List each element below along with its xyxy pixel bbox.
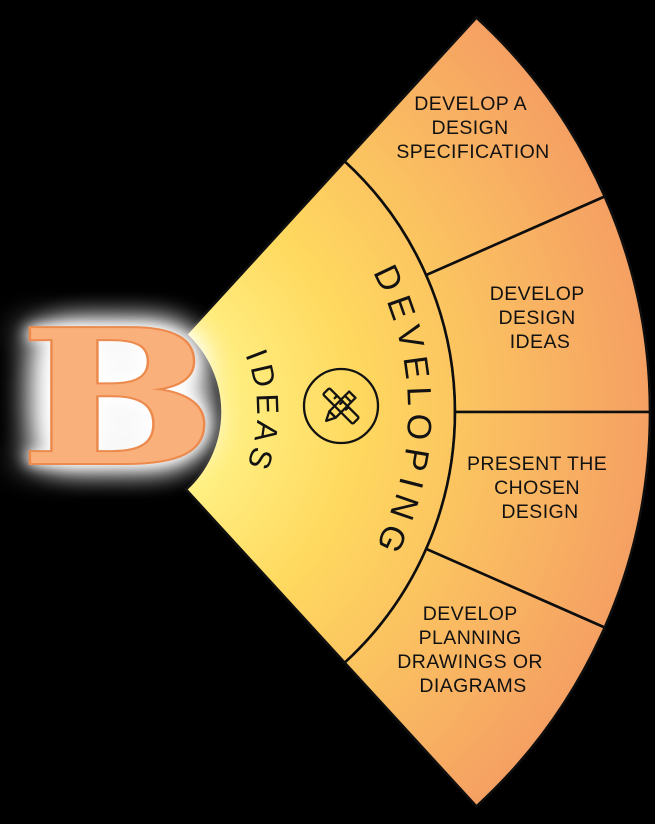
icon-circle — [302, 367, 380, 445]
segment-label-planning-drawings: DEVELOP PLANNING DRAWINGS OR DIAGRAMS — [397, 603, 548, 697]
badge-glow — [28, 322, 206, 468]
fan-segment-planning-drawings — [342, 547, 607, 809]
segment-label-design-ideas: DEVELOP DESIGN IDEAS — [490, 283, 590, 353]
pencil-ruler-icon — [302, 367, 380, 445]
pencil-icon — [325, 390, 357, 422]
badge-letter-b: B — [20, 290, 215, 507]
segment-label-chosen-design: PRESENT THE CHOSEN DESIGN — [467, 453, 613, 523]
segment-label-design-specification: DEVELOP A DESIGN SPECIFICATION — [396, 93, 549, 163]
ruler-icon — [322, 387, 360, 425]
